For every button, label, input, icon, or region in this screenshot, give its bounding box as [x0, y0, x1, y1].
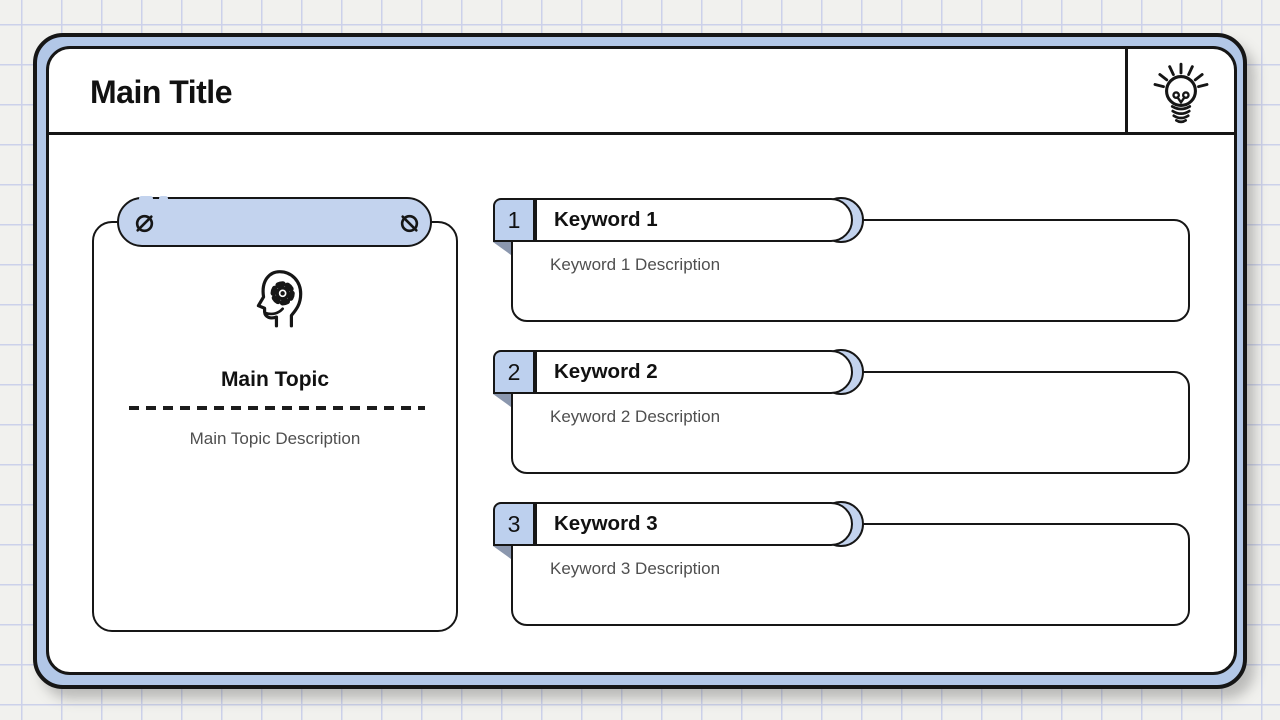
screw-icon-right [399, 213, 420, 234]
screw-icon-left [134, 213, 155, 234]
keyword-row: Keyword 1 Description Keyword 1 1 [49, 197, 1234, 328]
page-title[interactable]: Main Title [90, 73, 232, 110]
keyword-description[interactable]: Keyword 2 Description [550, 407, 721, 426]
keyword-number-badge: 3 [493, 502, 535, 546]
badge-fold-corner [493, 546, 511, 559]
keyword-row: Keyword 3 Description Keyword 3 3 [49, 501, 1234, 632]
keyword-number-badge: 1 [493, 198, 535, 242]
lightbulb-icon [1148, 55, 1214, 129]
keyword-row: Keyword 2 Description Keyword 2 2 [49, 349, 1234, 480]
keyword-label-pill[interactable]: Keyword 1 [535, 198, 853, 242]
badge-fold-corner [493, 242, 511, 255]
main-topic-description[interactable]: Main Topic Description [189, 429, 361, 448]
pill-sketch-dash [139, 196, 153, 201]
keyword-label-pill[interactable]: Keyword 2 [535, 350, 853, 394]
badge-fold-corner [493, 394, 511, 407]
keyword-label-pill[interactable]: Keyword 3 [535, 502, 853, 546]
main-topic-pill [117, 196, 432, 247]
slide-header: Main Title [49, 49, 1234, 135]
head-gear-icon [245, 264, 311, 334]
slide-card: Main Title [46, 46, 1237, 675]
keyword-number-badge: 2 [493, 350, 535, 394]
main-topic-title[interactable]: Main Topic [220, 368, 330, 391]
header-icon-box [1125, 49, 1234, 135]
keyword-description[interactable]: Keyword 3 Description [550, 559, 721, 578]
keyword-description[interactable]: Keyword 1 Description [550, 255, 721, 274]
pill-sketch-dash [159, 196, 168, 201]
dashed-divider [129, 406, 425, 410]
